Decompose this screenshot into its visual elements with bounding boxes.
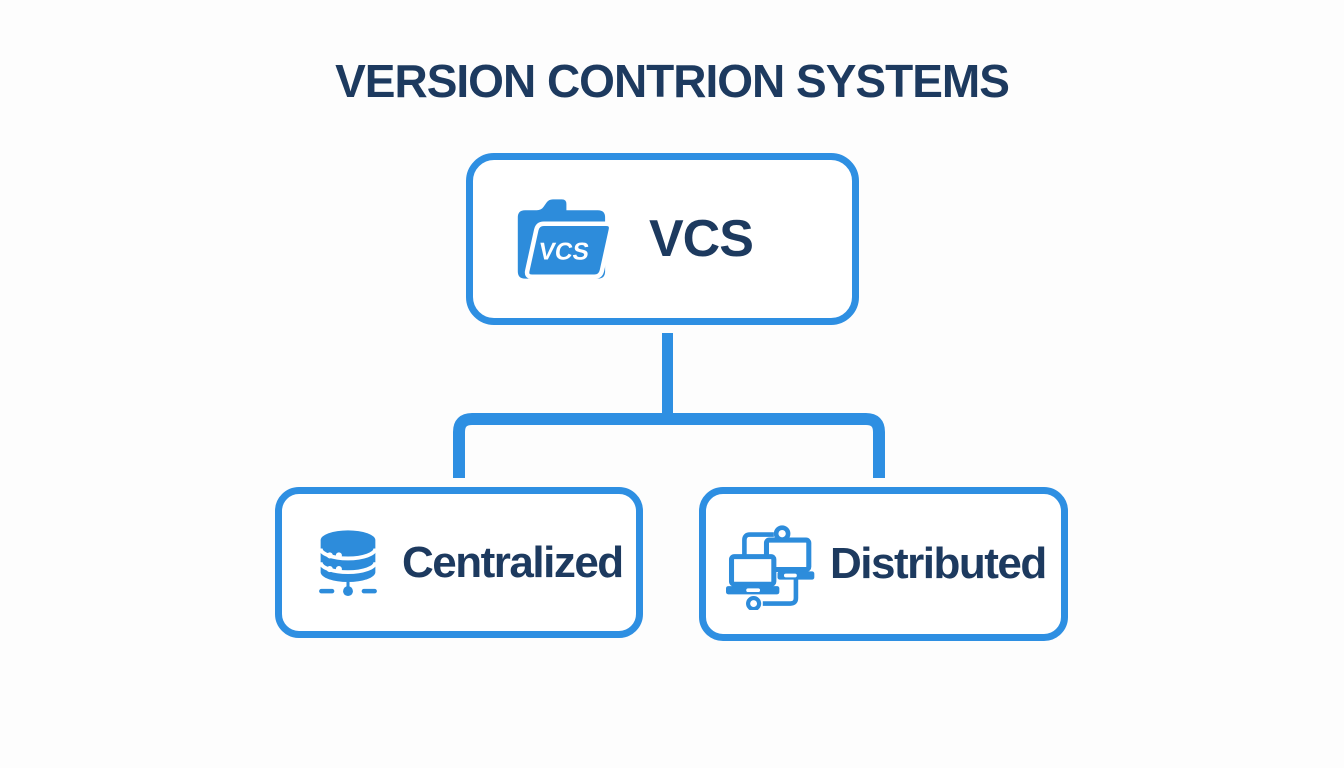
database-separator: [318, 561, 378, 574]
page-title: VERSION CONTRION SYSTEMS: [335, 55, 1010, 107]
vcs-node-label: VCS: [649, 210, 754, 268]
network-link-line: [742, 532, 774, 566]
database-server-icon: [318, 529, 378, 596]
network-link-line: [762, 576, 799, 606]
laptop-base-slot: [783, 573, 797, 578]
connector-bracket: [453, 413, 885, 478]
database-network-node: [343, 585, 353, 596]
laptop-screen: [728, 554, 777, 587]
folder-icon-text: VCS: [537, 239, 591, 266]
vcs-folder-icon: VCS: [517, 199, 614, 280]
folder-front-shape: [524, 221, 614, 280]
centralized-node: Centralized: [275, 487, 643, 638]
database-network-dash: [361, 588, 377, 593]
database-led: [326, 565, 333, 572]
network-node-ring: [746, 595, 762, 610]
database-separator: [318, 547, 378, 560]
database-network-dash: [319, 588, 335, 593]
laptop-base-slot: [746, 588, 761, 593]
distributed-node: Distributed: [699, 487, 1068, 641]
vcs-node: VCS VCS: [466, 153, 859, 325]
networked-computers-icon: [726, 525, 815, 610]
database-led: [335, 551, 342, 558]
centralized-node-label: Centralized: [402, 537, 624, 587]
database-led: [326, 551, 333, 558]
distributed-node-label: Distributed: [830, 539, 1047, 588]
database-led: [335, 565, 342, 572]
